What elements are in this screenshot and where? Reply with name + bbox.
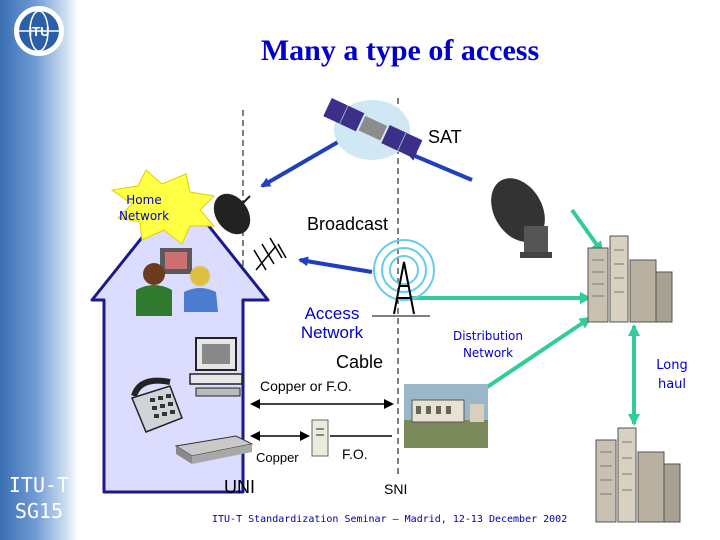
modem-icon xyxy=(174,435,254,464)
uni-label: UNI xyxy=(224,477,255,497)
distribution-network-line-2: Network xyxy=(462,346,514,360)
sidebar-line-2: SG15 xyxy=(14,499,64,523)
distribution-network-label: Distribution Network xyxy=(442,328,534,362)
access-network-line-2: Network xyxy=(300,323,364,342)
arrow-sat-to-dish xyxy=(406,151,473,182)
sni-label: SNI xyxy=(384,481,408,497)
house-outline xyxy=(90,188,270,494)
long-haul-line-1: Long xyxy=(656,358,688,373)
sidebar: ITU ITU-T SG15 xyxy=(0,0,78,540)
sat-label: SAT xyxy=(428,127,462,147)
access-network-line-1: Access xyxy=(304,304,360,323)
home-dish-icon xyxy=(213,193,251,235)
arrow-broadcast xyxy=(298,256,373,274)
long-haul-line-2: haul xyxy=(657,377,687,392)
home-network-label: Home Network xyxy=(112,192,176,224)
sidebar-label: ITU-T SG15 xyxy=(0,472,78,524)
footer: ITU-T Standardization Seminar – Madrid, … xyxy=(212,514,568,525)
computer-icon xyxy=(189,337,243,397)
copper-or-fo-label: Copper or F.O. xyxy=(260,378,352,394)
dish-antenna-icon xyxy=(491,178,552,258)
cable-label: Cable xyxy=(336,352,384,372)
home-network-line-1: Home xyxy=(126,193,162,207)
nt-box-icon xyxy=(311,419,329,457)
station-icon xyxy=(404,384,488,448)
home-network-line-2: Network xyxy=(118,209,170,223)
itu-logo-icon: ITU xyxy=(14,6,64,56)
access-network-label: Access Network xyxy=(290,304,374,342)
tv-antenna-icon xyxy=(253,237,287,271)
broadcast-label: Broadcast xyxy=(307,214,389,234)
arrow-sat-to-home xyxy=(260,140,340,188)
page-title: Many a type of access xyxy=(260,34,540,67)
building-icon-top xyxy=(587,235,673,323)
fo-label: F.O. xyxy=(342,446,368,462)
copper-label: Copper xyxy=(256,450,299,465)
building-icon-bottom xyxy=(595,427,681,523)
satellite-icon xyxy=(323,97,423,160)
arrow-dish-to-building xyxy=(570,208,604,254)
home-network-burst xyxy=(110,169,216,245)
distribution-network-line-1: Distribution xyxy=(452,329,523,343)
svg-text:ITU: ITU xyxy=(29,24,50,39)
long-haul-label: Long haul xyxy=(648,356,696,394)
sidebar-line-1: ITU-T xyxy=(8,473,70,497)
radio-tower-icon xyxy=(373,239,435,315)
family-tv-icon xyxy=(136,248,218,316)
telephone-icon xyxy=(130,377,183,433)
